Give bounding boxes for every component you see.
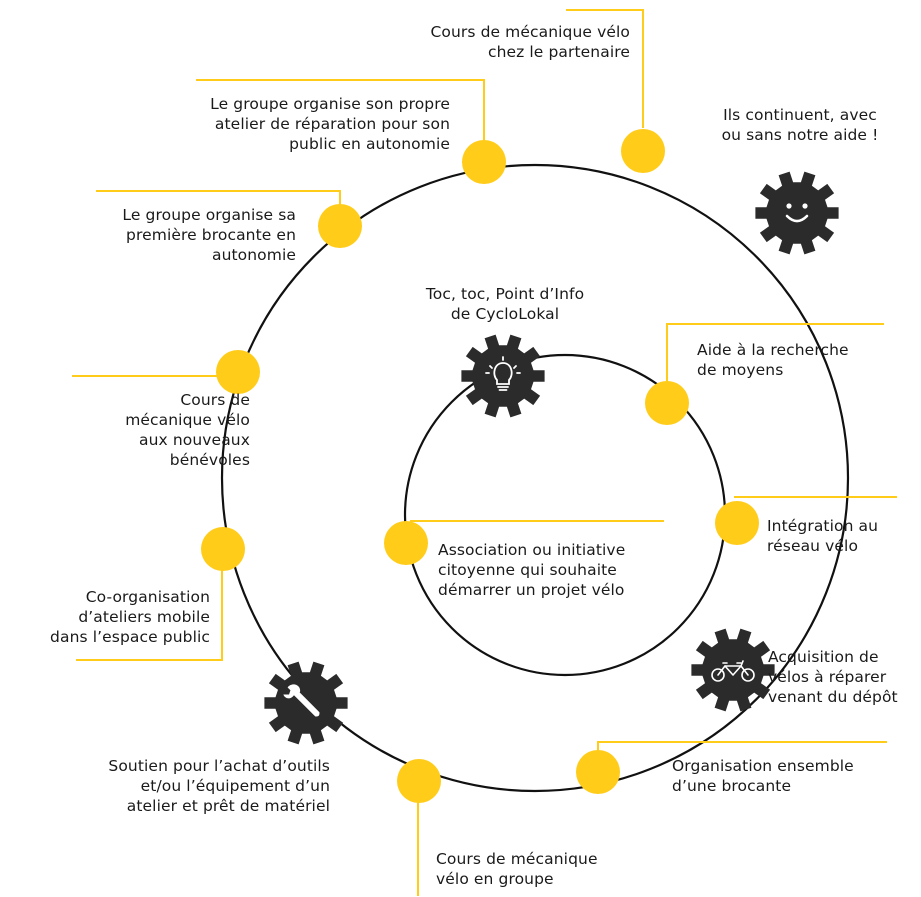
- label-brocante-autonomie: Le groupe organise sa première brocante …: [76, 205, 296, 265]
- label-organisation-brocante: Organisation ensemble d’une brocante: [672, 756, 902, 796]
- label-line: vélo en groupe: [436, 870, 554, 888]
- tandem-bike-gear-icon: [691, 628, 775, 712]
- label-line: dans l’espace public: [50, 628, 210, 646]
- gear-shape: [691, 628, 775, 712]
- outer-cycle-ring: [220, 163, 850, 793]
- label-atelier-autonomie: Le groupe organise son propre atelier de…: [150, 94, 450, 154]
- label-line: aux nouveaux: [139, 431, 250, 449]
- label-line: Association ou initiative: [438, 541, 626, 559]
- dot-brocante-autonomie: [318, 204, 362, 248]
- label-line: d’ateliers mobile: [78, 608, 210, 626]
- label-aide-moyens: Aide à la recherche de moyens: [697, 340, 897, 380]
- dot-cours-partenaire: [621, 129, 665, 173]
- connector-atelier-autonomie: [196, 79, 485, 150]
- label-line: Acquisition de: [768, 648, 879, 666]
- label-line: Intégration au: [767, 517, 879, 535]
- label-acquisition: Acquisition de vélos à réparer venant du…: [768, 647, 921, 707]
- dot-co-organisation: [201, 527, 245, 571]
- label-line: et/ou l’équipement d’un: [140, 777, 330, 795]
- label-line: venant du dépôt: [768, 688, 898, 706]
- label-line: citoyenne qui souhaite: [438, 561, 617, 579]
- connector-co-organisation: [76, 560, 223, 661]
- label-line: bénévoles: [169, 451, 250, 469]
- label-line: Toc, toc, Point d’Info: [425, 285, 585, 303]
- label-line: démarrer un projet vélo: [438, 581, 625, 599]
- label-line: autonomie: [211, 246, 296, 264]
- label-line: Co-organisation: [85, 588, 210, 606]
- label-soutien: Soutien pour l’achat d’outils et/ou l’éq…: [40, 756, 330, 816]
- dot-atelier-autonomie: [462, 140, 506, 184]
- dot-cours-groupe: [397, 759, 441, 803]
- label-line: Cours de: [180, 391, 250, 409]
- label-line: Soutien pour l’achat d’outils: [108, 757, 330, 775]
- label-line: première brocante en: [126, 226, 296, 244]
- label-integration-reseau: Intégration au réseau vélo: [767, 516, 917, 556]
- connector-brocante-autonomie: [96, 190, 341, 207]
- smiley-gear-icon: [755, 171, 839, 255]
- dot-organisation-brocante: [576, 750, 620, 794]
- label-line: Cours de mécanique: [436, 850, 598, 868]
- gear-shape: [461, 334, 545, 418]
- label-line: Le groupe organise sa: [122, 206, 296, 224]
- label-line: Cours de mécanique vélo: [430, 23, 630, 41]
- gear-shape: [755, 171, 839, 255]
- wrench-gear-icon: [264, 661, 348, 745]
- label-line: chez le partenaire: [487, 43, 630, 61]
- lightbulb-gear-icon: [461, 334, 545, 418]
- label-cours-groupe: Cours de mécanique vélo en groupe: [436, 849, 656, 889]
- label-line: Aide à la recherche: [697, 341, 849, 359]
- label-cours-partenaire: Cours de mécanique vélo chez le partenai…: [380, 22, 630, 62]
- label-line: Ils continuent, avec: [723, 106, 877, 124]
- dot-association: [384, 521, 428, 565]
- label-cours-benevoles: Cours de mécanique vélo aux nouveaux bén…: [80, 390, 250, 470]
- label-point-info: Toc, toc, Point d’Info de CycloLokal: [375, 284, 635, 324]
- label-line: d’une brocante: [672, 777, 792, 795]
- label-association: Association ou initiative citoyenne qui …: [438, 540, 678, 600]
- dot-cours-benevoles: [216, 350, 260, 394]
- label-line: Organisation ensemble: [672, 757, 854, 775]
- dot-integration: [715, 501, 759, 545]
- connector-lines: [72, 9, 897, 896]
- label-line: de CycloLokal: [450, 305, 560, 323]
- connector-aide-moyens: [666, 323, 884, 384]
- label-line: réseau vélo: [767, 537, 859, 555]
- label-line: ou sans notre aide !: [721, 126, 879, 144]
- connector-cours-partenaire: [566, 9, 644, 128]
- label-ils-continuent: Ils continuent, avec ou sans notre aide …: [700, 105, 900, 145]
- label-line: atelier et prêt de matériel: [126, 797, 330, 815]
- label-line: Le groupe organise son propre: [210, 95, 450, 113]
- label-line: public en autonomie: [289, 135, 450, 153]
- label-line: atelier de réparation pour son: [214, 115, 450, 133]
- label-line: de moyens: [697, 361, 784, 379]
- milestone-dots: [201, 129, 759, 803]
- dot-aide-moyens: [645, 381, 689, 425]
- label-co-organisation: Co-organisation d’ateliers mobile dans l…: [20, 587, 210, 647]
- label-line: vélos à réparer: [768, 668, 887, 686]
- label-line: mécanique vélo: [125, 411, 250, 429]
